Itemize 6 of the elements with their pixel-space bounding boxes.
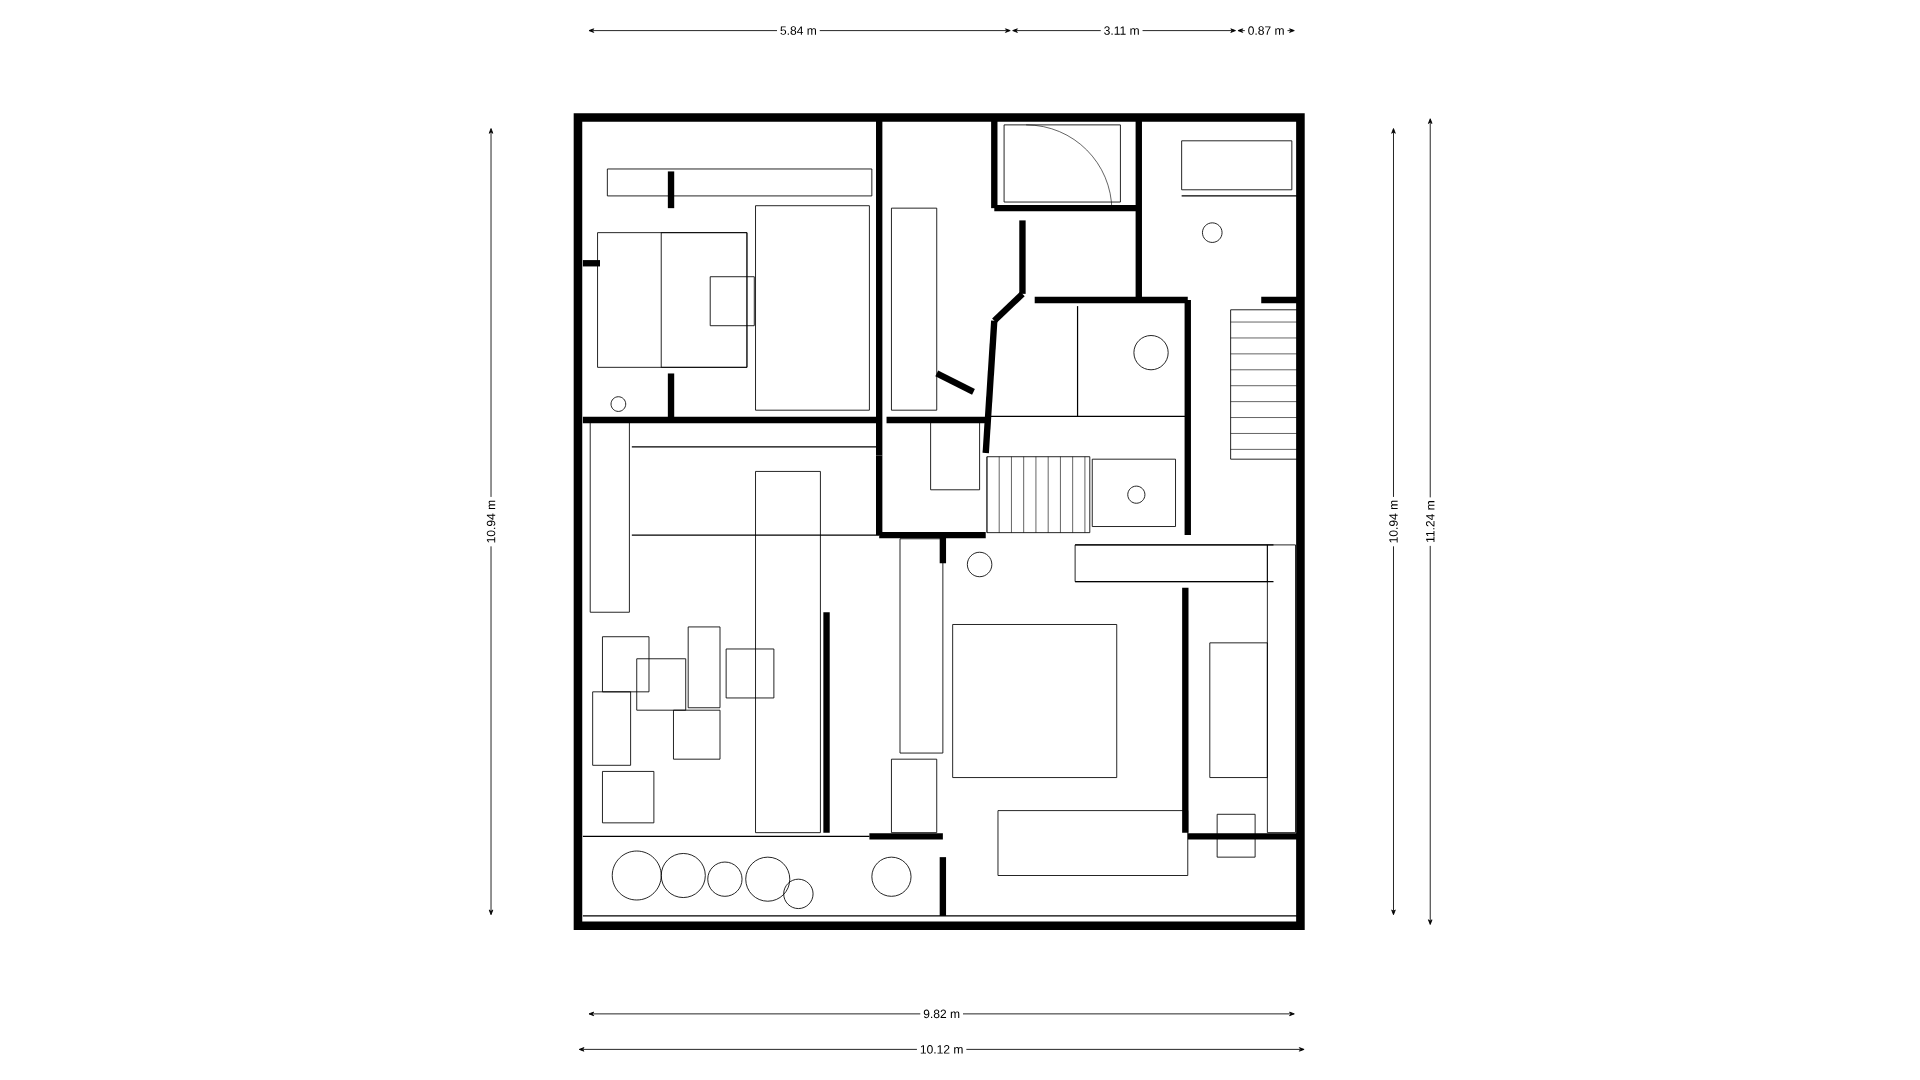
dimension-label: 11.24 m <box>1423 497 1438 546</box>
dimension-label: 10.12 m <box>916 1042 967 1057</box>
dimension-label: 10.94 m <box>1386 496 1401 547</box>
dimension-label: 5.84 m <box>777 23 820 38</box>
dimension-label: 0.87 m <box>1244 23 1288 38</box>
dimension-label: 3.11 m <box>1100 23 1143 38</box>
